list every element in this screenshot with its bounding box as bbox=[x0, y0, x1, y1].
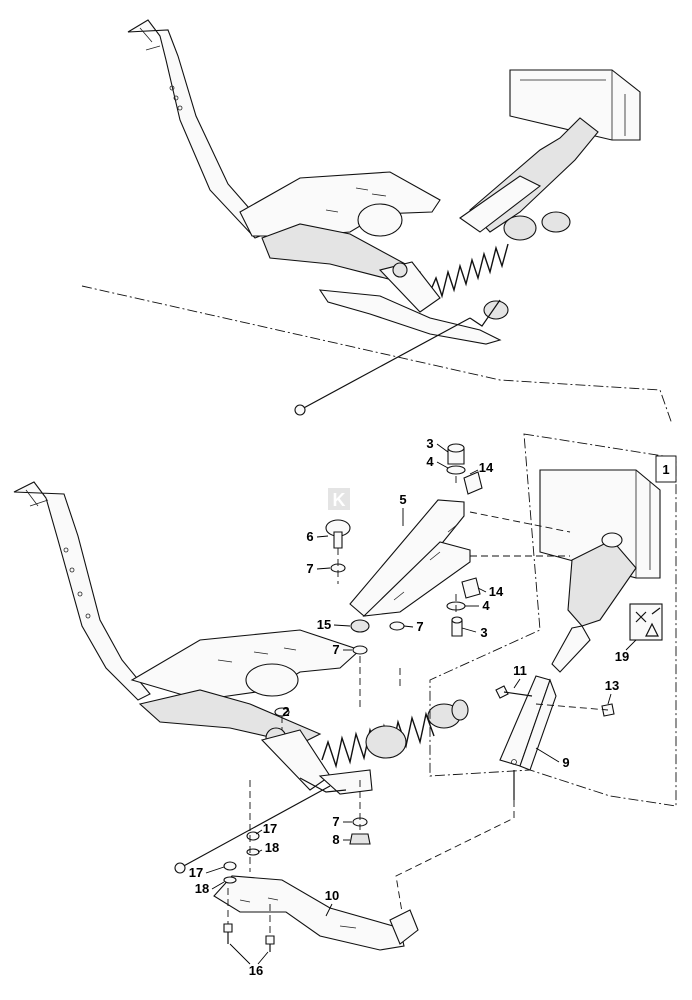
callout-4-top: 4 bbox=[426, 454, 434, 469]
callout-2: 2 bbox=[282, 704, 289, 719]
callout-7-a: 7 bbox=[306, 561, 313, 576]
callout-11: 11 bbox=[513, 663, 527, 678]
watermark-letter: K bbox=[333, 490, 346, 510]
callout-13: 13 bbox=[605, 678, 619, 693]
callout-17-a: 17 bbox=[263, 821, 277, 836]
callout-8: 8 bbox=[332, 832, 339, 847]
assembled-view bbox=[127, 19, 641, 416]
callout-15: 15 bbox=[317, 617, 331, 632]
callout-3-bottom: 3 bbox=[480, 625, 487, 640]
callout-3-top: 3 bbox=[426, 436, 433, 451]
callout-18-a: 18 bbox=[265, 840, 279, 855]
callout-10: 10 bbox=[325, 888, 339, 903]
callout-9: 9 bbox=[562, 755, 569, 770]
callout-5: 5 bbox=[399, 492, 406, 507]
callout-6: 6 bbox=[306, 529, 313, 544]
callout-16: 16 bbox=[249, 963, 263, 978]
watermark-logo: K bbox=[328, 488, 350, 510]
section-line bbox=[81, 285, 673, 425]
callout-7-c: 7 bbox=[332, 642, 339, 657]
callout-17-b: 17 bbox=[189, 865, 203, 880]
callouts: 1 2 3 3 4 4 5 6 7 7 7 7 8 9 10 11 13 14 bbox=[189, 436, 677, 978]
callout-14-top: 14 bbox=[479, 460, 494, 475]
callout-4-bottom: 4 bbox=[482, 598, 490, 613]
callout-19: 19 bbox=[615, 649, 629, 664]
callout-1: 1 bbox=[662, 462, 669, 477]
exploded-view bbox=[13, 443, 663, 952]
callout-14-bottom: 14 bbox=[489, 584, 504, 599]
callout-18-b: 18 bbox=[195, 881, 209, 896]
callout-7-d: 7 bbox=[332, 814, 339, 829]
assembly-lines bbox=[227, 433, 677, 936]
callout-7-b: 7 bbox=[416, 619, 423, 634]
